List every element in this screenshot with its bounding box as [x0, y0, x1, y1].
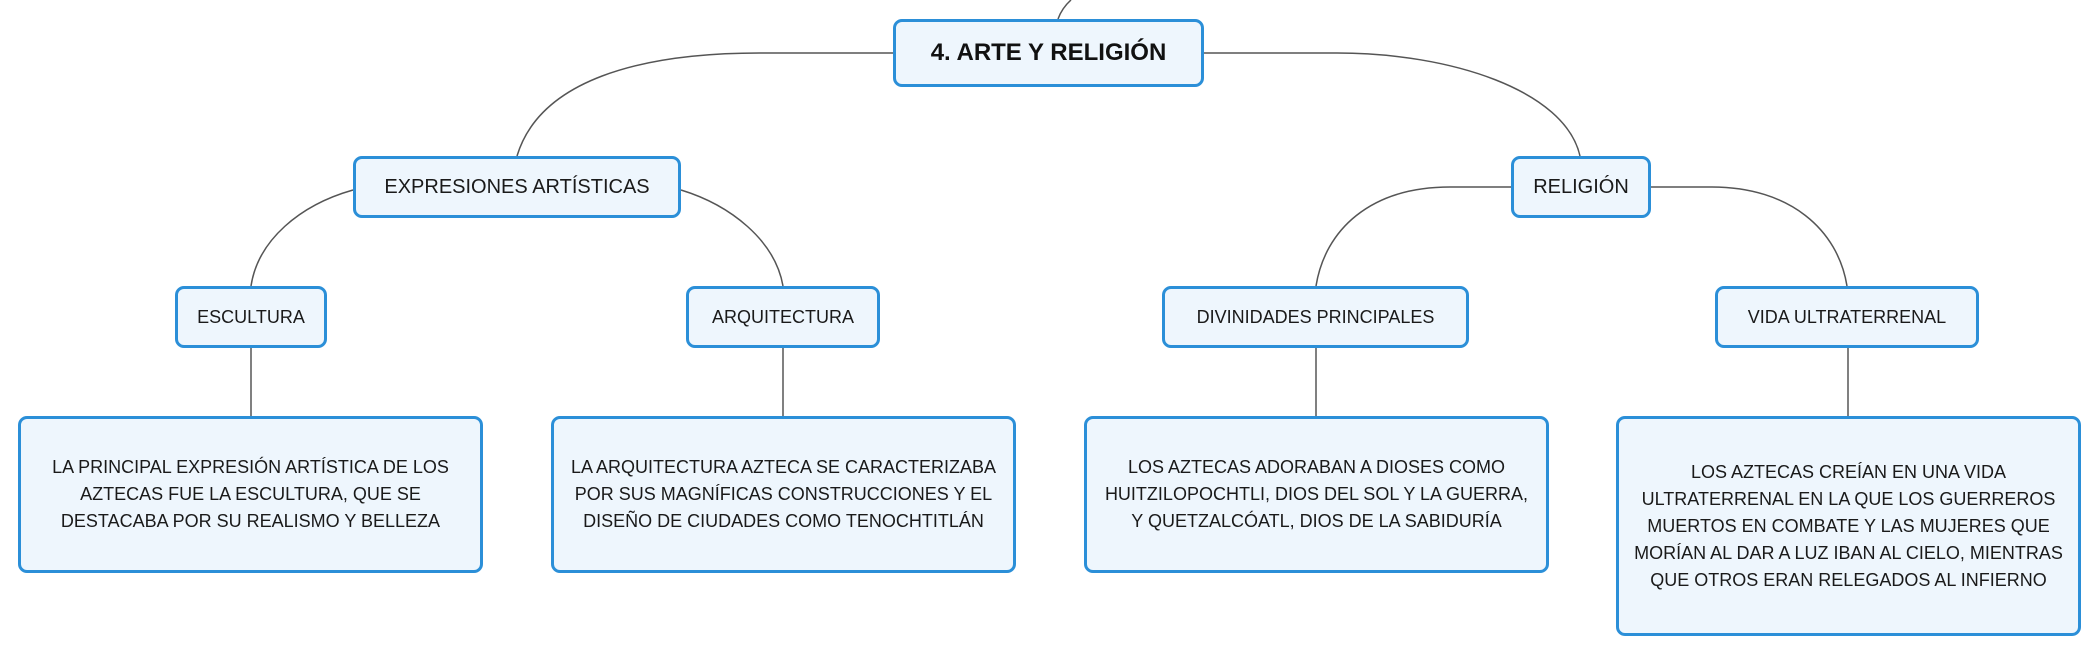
- detail-arquitectura[interactable]: LA ARQUITECTURA AZTECA SE CARACTERIZABA …: [551, 416, 1016, 573]
- connector-expresiones-to-arquitectura: [680, 189, 784, 287]
- connector-root-to-religion: [1204, 52, 1581, 157]
- root-topic-arte-y-religion[interactable]: 4. ARTE Y RELIGIÓN: [893, 19, 1204, 87]
- topic-label: EXPRESIONES ARTÍSTICAS: [384, 175, 650, 198]
- detail-vida-ultraterrenal[interactable]: LOS AZTECAS CREÍAN EN UNA VIDA ULTRATERR…: [1616, 416, 2081, 636]
- connector-root-to-expresiones: [516, 52, 893, 157]
- subtopic-divinidades-principales[interactable]: DIVINIDADES PRINCIPALES: [1162, 286, 1469, 348]
- topic-religion[interactable]: RELIGIÓN: [1511, 156, 1651, 218]
- connector-religion-to-divinidades: [1315, 186, 1511, 287]
- detail-text: LOS AZTECAS ADORABAN A DIOSES COMO HUITZ…: [1104, 457, 1529, 531]
- topic-expresiones-artisticas[interactable]: EXPRESIONES ARTÍSTICAS: [353, 156, 681, 218]
- detail-divinidades-principales[interactable]: LOS AZTECAS ADORABAN A DIOSES COMO HUITZ…: [1084, 416, 1549, 573]
- subtopic-label: DIVINIDADES PRINCIPALES: [1196, 306, 1435, 327]
- detail-escultura[interactable]: LA PRINCIPAL EXPRESIÓN ARTÍSTICA DE LOS …: [18, 416, 483, 573]
- subtopic-arquitectura[interactable]: ARQUITECTURA: [686, 286, 880, 348]
- detail-text: LA PRINCIPAL EXPRESIÓN ARTÍSTICA DE LOS …: [52, 457, 449, 531]
- subtopic-label: VIDA ULTRATERRENAL: [1747, 306, 1947, 327]
- subtopic-vida-ultraterrenal[interactable]: VIDA ULTRATERRENAL: [1715, 286, 1979, 348]
- connector-parent-to-root: [1057, 0, 1072, 20]
- subtopic-label: ESCULTURA: [197, 306, 305, 327]
- subtopic-label: ARQUITECTURA: [711, 306, 854, 327]
- connector-religion-to-vida: [1651, 186, 1848, 287]
- subtopic-escultura[interactable]: ESCULTURA: [175, 286, 327, 348]
- connector-expresiones-to-escultura: [250, 189, 354, 287]
- root-topic-label: 4. ARTE Y RELIGIÓN: [930, 39, 1167, 66]
- detail-text: LOS AZTECAS CREÍAN EN UNA VIDA ULTRATERR…: [1634, 461, 2063, 590]
- topic-label: RELIGIÓN: [1533, 175, 1629, 198]
- detail-text: LA ARQUITECTURA AZTECA SE CARACTERIZABA …: [570, 457, 997, 531]
